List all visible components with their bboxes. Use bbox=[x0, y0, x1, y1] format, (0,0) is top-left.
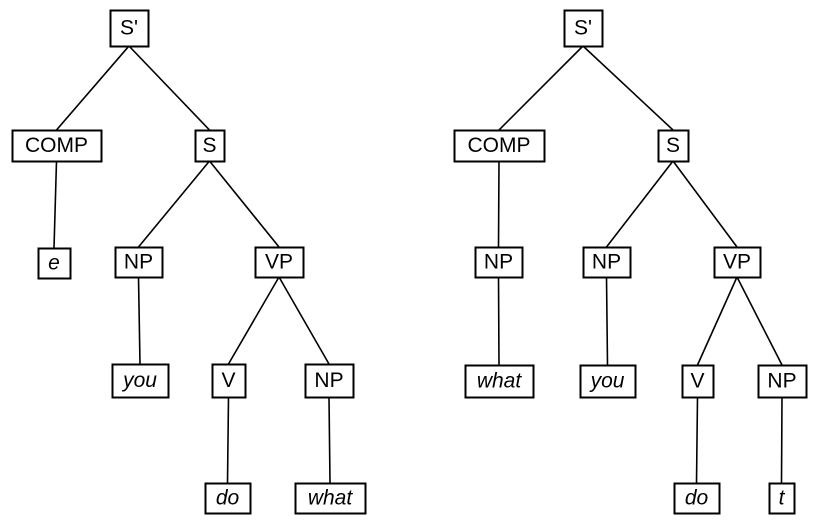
tree-edge-R-VP-to-R-V bbox=[696, 276, 738, 366]
tree-edge-L-COMP-to-L-e bbox=[53, 160, 58, 249]
tree-node-v-l-v[interactable]: V bbox=[211, 363, 247, 399]
node-label: S' bbox=[574, 17, 592, 40]
node-box bbox=[194, 129, 226, 163]
node-label: VP bbox=[723, 251, 751, 274]
node-label: you bbox=[589, 370, 625, 393]
node-label: you bbox=[121, 369, 157, 392]
node-box bbox=[474, 246, 524, 279]
node-label: t bbox=[779, 487, 786, 510]
node-box bbox=[464, 364, 535, 399]
tree-edge-L-Sbar-to-L-COMP bbox=[55, 45, 130, 131]
tree-node-sbar-r-sbar[interactable]: S' bbox=[563, 9, 604, 48]
node-box bbox=[11, 129, 103, 163]
node-box bbox=[579, 364, 637, 399]
node-label: V bbox=[221, 369, 235, 392]
tree-node-np-r-np2[interactable]: NP bbox=[757, 364, 808, 399]
node-label: NP bbox=[484, 251, 513, 274]
node-box bbox=[304, 363, 355, 399]
tree-edge-R-VP-to-R-NP2 bbox=[736, 276, 783, 366]
node-box bbox=[204, 482, 252, 515]
tree-edge-L-NP1-to-L-you bbox=[137, 276, 141, 365]
node-label: what bbox=[477, 370, 523, 393]
tree-node-sbar-l-sbar[interactable]: S' bbox=[109, 9, 150, 48]
tree-node-s-r-s[interactable]: S bbox=[657, 129, 690, 163]
node-box bbox=[768, 482, 796, 515]
tree-edge-L-S-to-L-NP1 bbox=[137, 160, 211, 248]
node-box bbox=[563, 9, 604, 48]
node-label: e bbox=[48, 252, 60, 275]
tree-node-vp-l-vp[interactable]: VP bbox=[254, 246, 305, 279]
node-label: VP bbox=[265, 251, 293, 274]
tree-edge-R-S-to-R-NP1 bbox=[605, 160, 674, 248]
tree-node-you-r-you[interactable]: you bbox=[579, 364, 637, 399]
node-label: V bbox=[690, 370, 704, 393]
tree-edge-L-NP2-to-L-what bbox=[328, 396, 331, 484]
node-label: NP bbox=[592, 251, 621, 274]
node-box bbox=[114, 246, 164, 279]
tree-edge-L-VP-to-L-V bbox=[227, 276, 280, 365]
node-box bbox=[657, 129, 690, 163]
tree-node-comp-l-comp[interactable]: COMP bbox=[11, 129, 103, 163]
node-label: S bbox=[202, 134, 216, 157]
tree-node-e-l-e[interactable]: e bbox=[37, 247, 72, 280]
tree-nodes-surface-structure-tree: S' COMP S NP NP VP what you V NP do t bbox=[453, 9, 808, 515]
tree-node-what-l-what[interactable]: what bbox=[294, 482, 367, 515]
tree-edges-surface-structure-tree bbox=[497, 45, 783, 484]
tree-edge-L-V-to-L-do bbox=[226, 396, 230, 484]
tree-edge-R-Sbar-to-R-S bbox=[582, 45, 674, 131]
tree-node-np-l-np2[interactable]: NP bbox=[304, 363, 355, 399]
tree-node-t-r-t[interactable]: t bbox=[768, 482, 796, 515]
tree-edge-R-NP0-to-R-what bbox=[497, 276, 500, 366]
tree-node-you-l-you[interactable]: you bbox=[111, 363, 170, 399]
node-box bbox=[109, 9, 150, 48]
tree-edge-R-NP1-to-R-you bbox=[605, 276, 609, 366]
node-box bbox=[211, 363, 247, 399]
node-label: S bbox=[666, 134, 680, 157]
tree-edge-L-Sbar-to-L-S bbox=[128, 45, 211, 131]
node-box bbox=[37, 247, 72, 280]
node-box bbox=[757, 364, 808, 399]
tree-node-vp-r-vp[interactable]: VP bbox=[713, 246, 762, 279]
node-box bbox=[713, 246, 762, 279]
tree-node-np-l-np1[interactable]: NP bbox=[114, 246, 164, 279]
tree-edge-R-V-to-R-do bbox=[695, 396, 699, 484]
edges-layer bbox=[53, 45, 783, 484]
node-label: NP bbox=[767, 370, 796, 393]
node-label: COMP bbox=[468, 134, 531, 157]
tree-edge-R-S-to-R-VP bbox=[672, 160, 738, 248]
node-box bbox=[111, 363, 170, 399]
node-label: NP bbox=[314, 369, 343, 392]
node-label: what bbox=[308, 487, 354, 510]
tree-edge-R-NP2-to-R-t bbox=[780, 396, 783, 484]
tree-node-what-r-what[interactable]: what bbox=[464, 364, 535, 399]
node-label: NP bbox=[124, 251, 153, 274]
node-label: do bbox=[685, 487, 709, 510]
node-label: S' bbox=[120, 17, 138, 40]
node-box bbox=[582, 246, 632, 279]
tree-node-v-r-v[interactable]: V bbox=[681, 364, 715, 399]
node-box bbox=[294, 482, 367, 515]
tree-node-comp-r-comp[interactable]: COMP bbox=[453, 129, 546, 163]
tree-node-np-r-np0[interactable]: NP bbox=[474, 246, 524, 279]
node-label: do bbox=[216, 487, 240, 510]
node-box bbox=[254, 246, 305, 279]
tree-edge-R-COMP-to-R-NP0 bbox=[497, 160, 500, 248]
tree-edge-R-Sbar-to-R-COMP bbox=[498, 45, 584, 131]
node-label: COMP bbox=[25, 134, 88, 157]
tree-edge-L-S-to-L-VP bbox=[208, 160, 280, 248]
node-box bbox=[453, 129, 546, 163]
tree-edges-deep-structure-tree bbox=[53, 45, 331, 484]
tree-node-s-l-s[interactable]: S bbox=[194, 129, 226, 163]
node-box bbox=[673, 482, 721, 515]
tree-node-np-r-np1[interactable]: NP bbox=[582, 246, 632, 279]
tree-edge-L-VP-to-L-NP2 bbox=[278, 276, 330, 365]
node-box bbox=[681, 364, 715, 399]
tree-node-do-r-do[interactable]: do bbox=[673, 482, 721, 515]
tree-node-do-l-do[interactable]: do bbox=[204, 482, 252, 515]
